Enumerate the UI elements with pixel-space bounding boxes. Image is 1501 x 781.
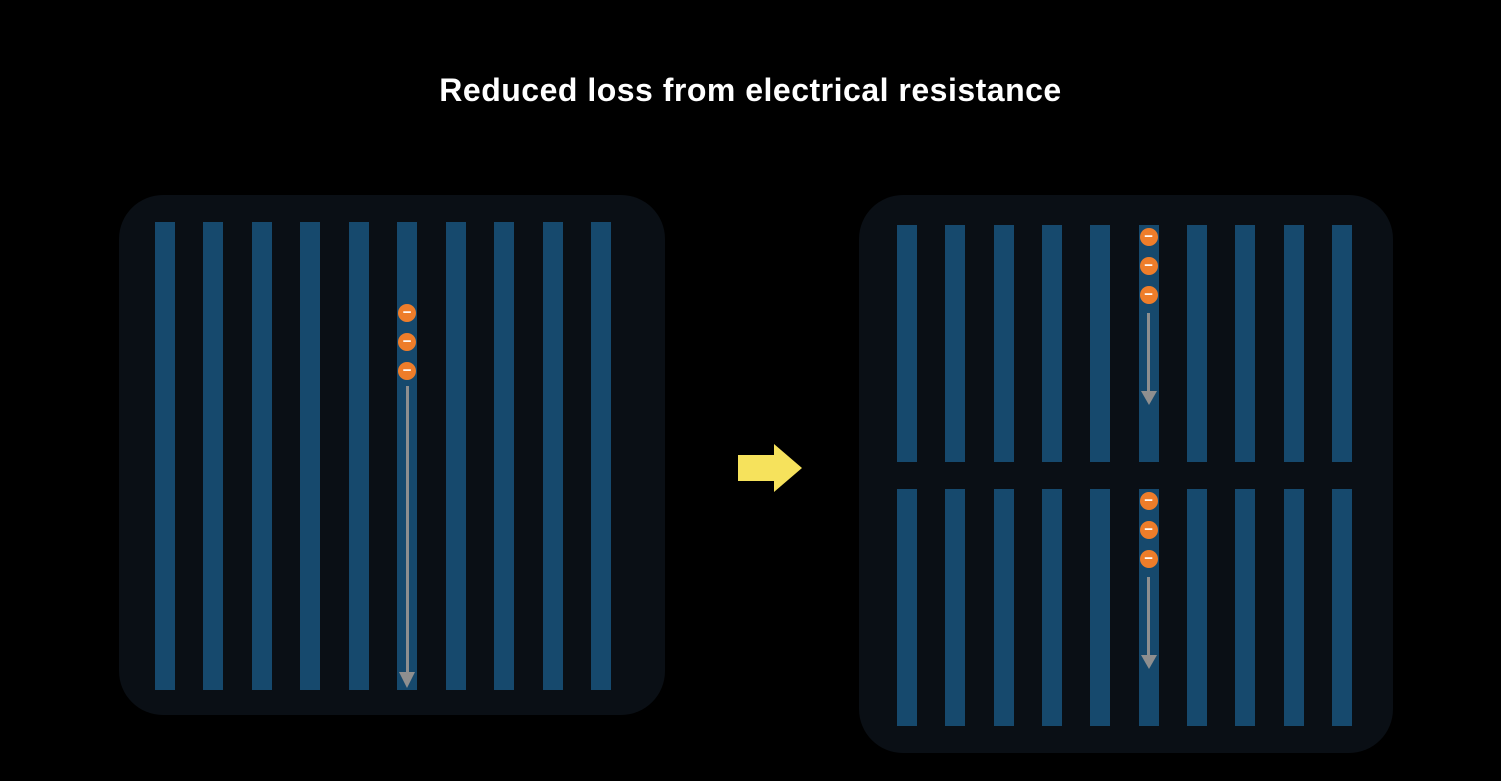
electron-icon: − — [1139, 228, 1158, 246]
busbar-finger — [1041, 489, 1062, 726]
busbar-finger — [1331, 225, 1352, 462]
busbar-finger — [348, 222, 369, 690]
busbar-finger — [993, 225, 1014, 462]
cell-bar-row: − − − — [897, 489, 1352, 726]
flow-arrow-head-icon — [1140, 655, 1157, 669]
right-arrow-icon — [738, 444, 802, 492]
busbar-finger — [155, 222, 175, 690]
panel-after-half-cut-cell: − − − − − − — [897, 225, 1352, 726]
busbar-finger — [897, 489, 917, 726]
busbar-finger — [203, 222, 224, 690]
electron-icon: − — [1139, 286, 1158, 304]
busbar-finger — [993, 489, 1014, 726]
busbar-finger — [945, 489, 966, 726]
electron-icon: − — [398, 333, 417, 351]
busbar-finger — [897, 225, 917, 462]
busbar-finger — [945, 225, 966, 462]
busbar-finger — [445, 222, 466, 690]
busbar-finger — [1041, 225, 1062, 462]
busbar-finger — [1331, 489, 1352, 726]
electron-icon: − — [1139, 550, 1158, 568]
busbar-finger — [494, 222, 515, 690]
right-arrow-body — [738, 455, 774, 481]
electron-icon: − — [1139, 492, 1158, 510]
electron-icon: − — [1139, 257, 1158, 275]
diagram-title: Reduced loss from electrical resistance — [439, 72, 1062, 108]
electron-icon: − — [398, 304, 417, 322]
busbar-finger — [1186, 489, 1207, 726]
flow-arrow-line — [1147, 313, 1151, 391]
cell-bar-row: − − − — [155, 222, 611, 690]
flow-arrow-line — [405, 386, 409, 672]
right-arrow-head — [774, 444, 802, 492]
panel-before-full-cell: − − − — [155, 222, 611, 690]
busbar-finger — [1235, 225, 1256, 462]
flow-arrow-head-icon — [399, 672, 416, 688]
busbar-finger — [1283, 225, 1304, 462]
busbar-finger — [1283, 489, 1304, 726]
electron-icon: − — [1139, 521, 1158, 539]
cell-bar-row: − − − — [897, 225, 1352, 462]
busbar-finger — [251, 222, 272, 690]
flow-arrow-head-icon — [1140, 391, 1157, 405]
busbar-finger — [1090, 489, 1111, 726]
busbar-finger — [300, 222, 321, 690]
busbar-finger — [1186, 225, 1207, 462]
busbar-finger — [590, 222, 611, 690]
electron-icon: − — [398, 362, 417, 380]
busbar-finger — [1090, 225, 1111, 462]
busbar-finger — [1235, 489, 1256, 726]
busbar-finger — [542, 222, 563, 690]
flow-arrow-line — [1147, 577, 1151, 655]
